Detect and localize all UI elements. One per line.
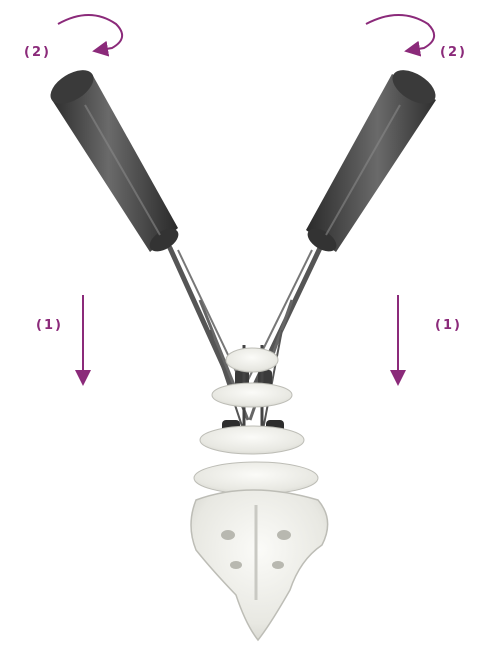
left-instrument [45, 63, 248, 435]
rotate-label-right: (2) [440, 45, 467, 60]
push-label-right: (1) [435, 318, 462, 333]
sacrum [191, 490, 328, 640]
rotation-arrow-left-icon [58, 15, 122, 50]
rotate-label-left: (2) [24, 45, 51, 60]
right-instrument [248, 63, 441, 435]
rotation-arrow-right-icon [366, 15, 434, 50]
spine-bone [191, 348, 328, 640]
push-label-left: (1) [36, 318, 63, 333]
